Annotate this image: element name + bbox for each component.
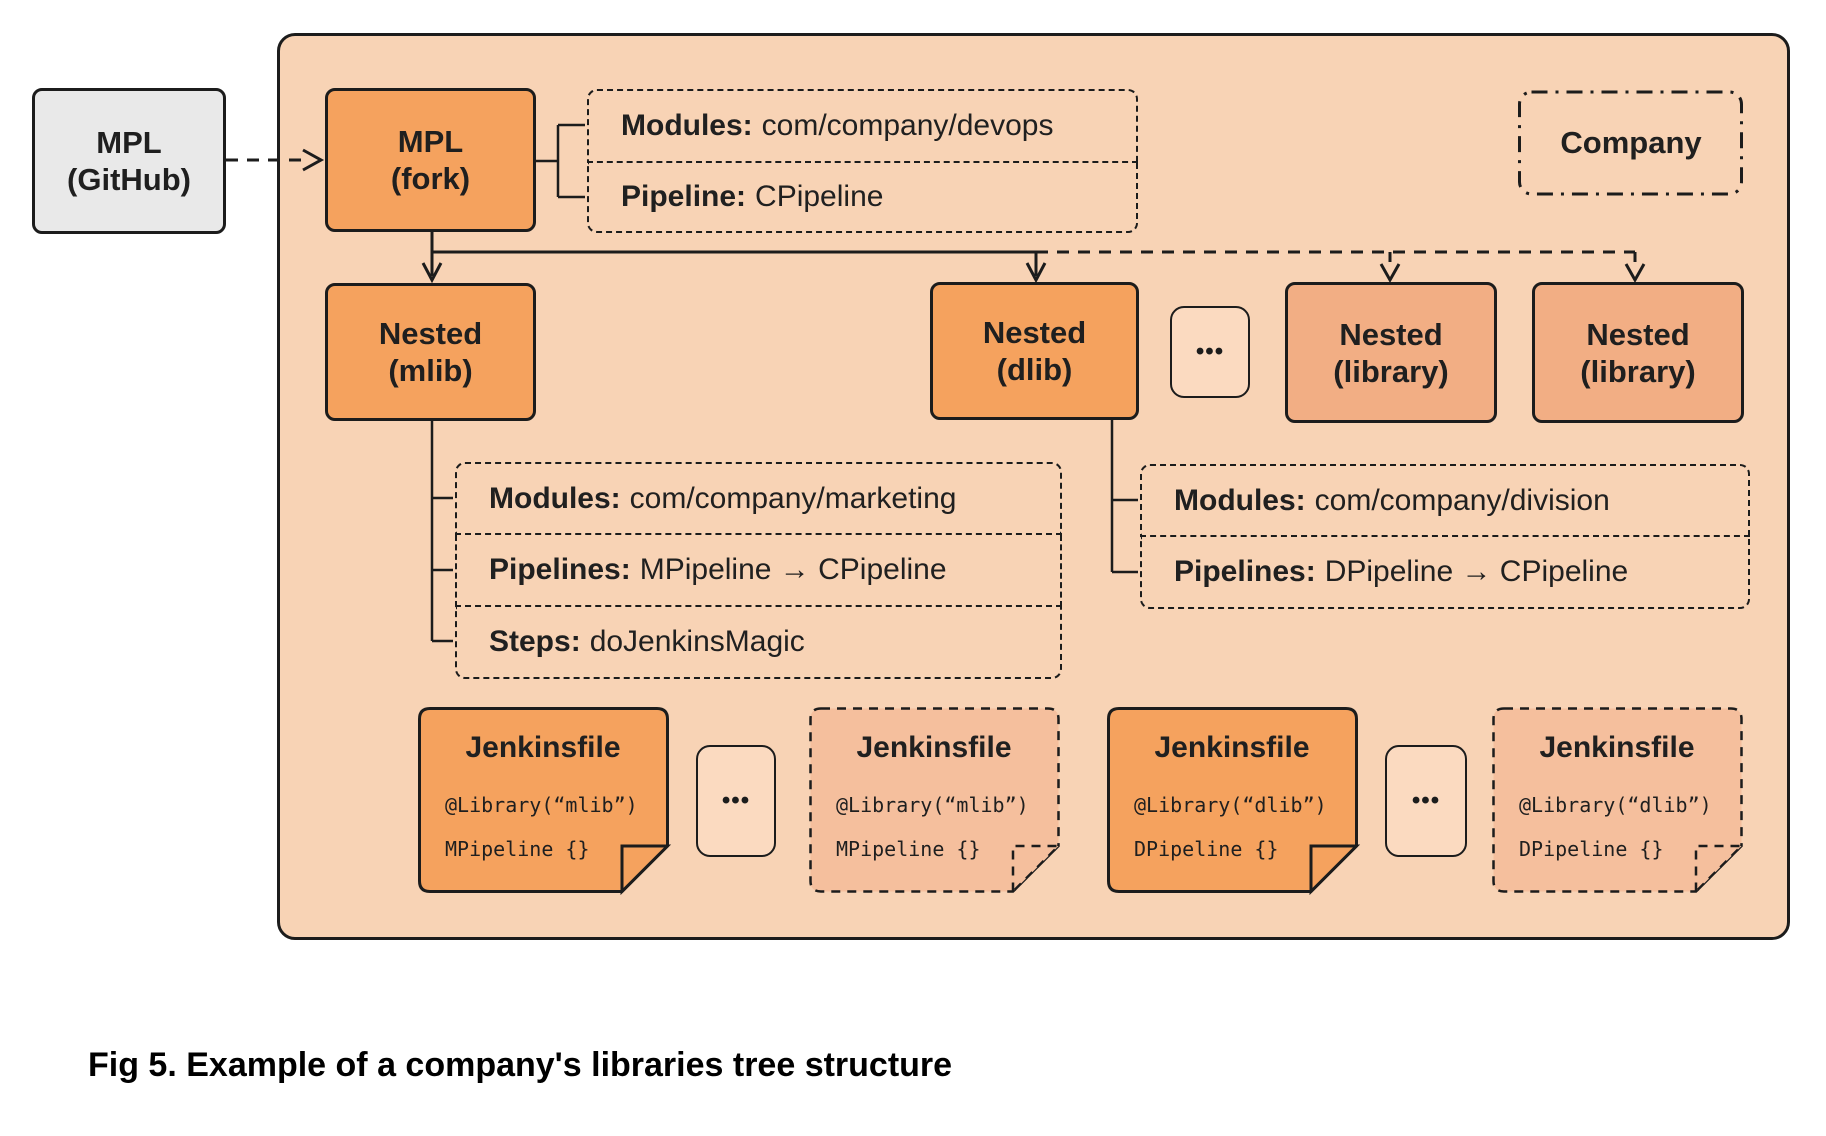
node-mpl-fork: MPL (fork) <box>325 88 536 232</box>
jenkinsfile-code-line: @Library(“mlib”) <box>445 793 638 817</box>
mlib-annotation-modules: Modules: com/company/marketing <box>455 462 1062 535</box>
dlib-annotation-modules: Modules: com/company/division <box>1140 464 1750 537</box>
node-label: Nested <box>1339 316 1443 352</box>
jenkinsfile-code-line: @Library(“dlib”) <box>1134 793 1327 817</box>
ellipsis-node: ••• <box>1385 745 1467 857</box>
ellipsis-dots: ••• <box>1195 338 1225 365</box>
jenkinsfile-title: Jenkinsfile <box>856 731 1012 764</box>
jenkinsfile-card-1-text: Jenkinsfile @Library(“mlib”) MPipeline {… <box>419 707 667 893</box>
node-label: MPL <box>397 124 464 159</box>
company-label: Company <box>1560 125 1702 160</box>
annotation-value: com/company/marketing <box>629 481 957 515</box>
annotation-value: doJenkinsMagic <box>589 625 805 658</box>
figure-caption: Fig 5. Example of a company's libraries … <box>88 1046 953 1084</box>
annotation-label: Pipeline: <box>621 179 747 213</box>
node-nested-mlib: Nested (mlib) <box>325 283 536 421</box>
annotation-value: com/company/division <box>1314 483 1610 517</box>
dlib-annotation-pipelines: Pipelines: DPipeline → CPipeline <box>1140 537 1750 609</box>
jenkinsfile-code-line: MPipeline {} <box>445 837 590 861</box>
jenkinsfile-card-4-text: Jenkinsfile @Library(“dlib”) DPipeline {… <box>1493 707 1741 893</box>
ellipsis-dots: ••• <box>1411 787 1441 814</box>
mlib-annotation-steps: Steps: doJenkinsMagic <box>455 607 1062 679</box>
node-label: Nested <box>378 316 483 351</box>
jenkinsfile-code-line: MPipeline {} <box>836 837 981 861</box>
jenkinsfile-card-2-text: Jenkinsfile @Library(“mlib”) MPipeline {… <box>810 707 1058 893</box>
annotation-label: Modules: <box>621 109 753 142</box>
node-label: (GitHub) <box>67 162 191 197</box>
annotation-label: Pipelines: <box>1174 555 1316 588</box>
node-label: (mlib) <box>388 353 473 388</box>
jenkinsfile-title: Jenkinsfile <box>1154 731 1310 764</box>
node-label: (dlib) <box>996 352 1073 387</box>
fork-annotation-pipeline: Pipeline: CPipeline <box>587 162 1138 233</box>
annotation-label: Pipelines: <box>489 553 631 586</box>
node-label: (fork) <box>390 161 471 196</box>
node-nested-library-1: Nested (library) <box>1285 282 1497 423</box>
node-label: Nested <box>982 315 1087 350</box>
node-label: MPL <box>96 125 162 160</box>
node-label: (library) <box>1333 353 1449 389</box>
node-label: (library) <box>1580 353 1696 389</box>
annotation-label: Steps: <box>489 625 581 658</box>
annotation-label: Modules: <box>1174 483 1306 517</box>
annotation-value: MPipeline → CPipeline <box>639 553 947 586</box>
node-nested-library-2: Nested (library) <box>1532 282 1744 423</box>
annotation-value: com/company/devops <box>761 109 1054 142</box>
node-mpl-github: MPL (GitHub) <box>32 88 226 234</box>
jenkinsfile-card-3-text: Jenkinsfile @Library(“dlib”) DPipeline {… <box>1108 707 1356 893</box>
ellipsis-dots: ••• <box>721 787 751 814</box>
ellipsis-node: ••• <box>696 745 776 857</box>
node-company: Company <box>1518 90 1744 196</box>
node-label: Nested <box>1586 316 1690 352</box>
annotation-value: CPipeline <box>755 179 884 213</box>
annotation-label: Modules: <box>489 481 621 515</box>
jenkinsfile-code-line: @Library(“mlib”) <box>836 793 1029 817</box>
jenkinsfile-code-line: DPipeline {} <box>1519 837 1664 861</box>
fork-annotation-modules: Modules: com/company/devops <box>587 89 1138 163</box>
node-nested-dlib: Nested (dlib) <box>930 282 1139 420</box>
jenkinsfile-title: Jenkinsfile <box>465 731 621 764</box>
annotation-value: DPipeline → CPipeline <box>1324 555 1629 588</box>
jenkinsfile-code-line: DPipeline {} <box>1134 837 1279 861</box>
jenkinsfile-title: Jenkinsfile <box>1539 731 1695 764</box>
ellipsis-node: ••• <box>1170 306 1250 398</box>
jenkinsfile-code-line: @Library(“dlib”) <box>1519 793 1712 817</box>
mlib-annotation-pipelines: Pipelines: MPipeline → CPipeline <box>455 535 1062 607</box>
